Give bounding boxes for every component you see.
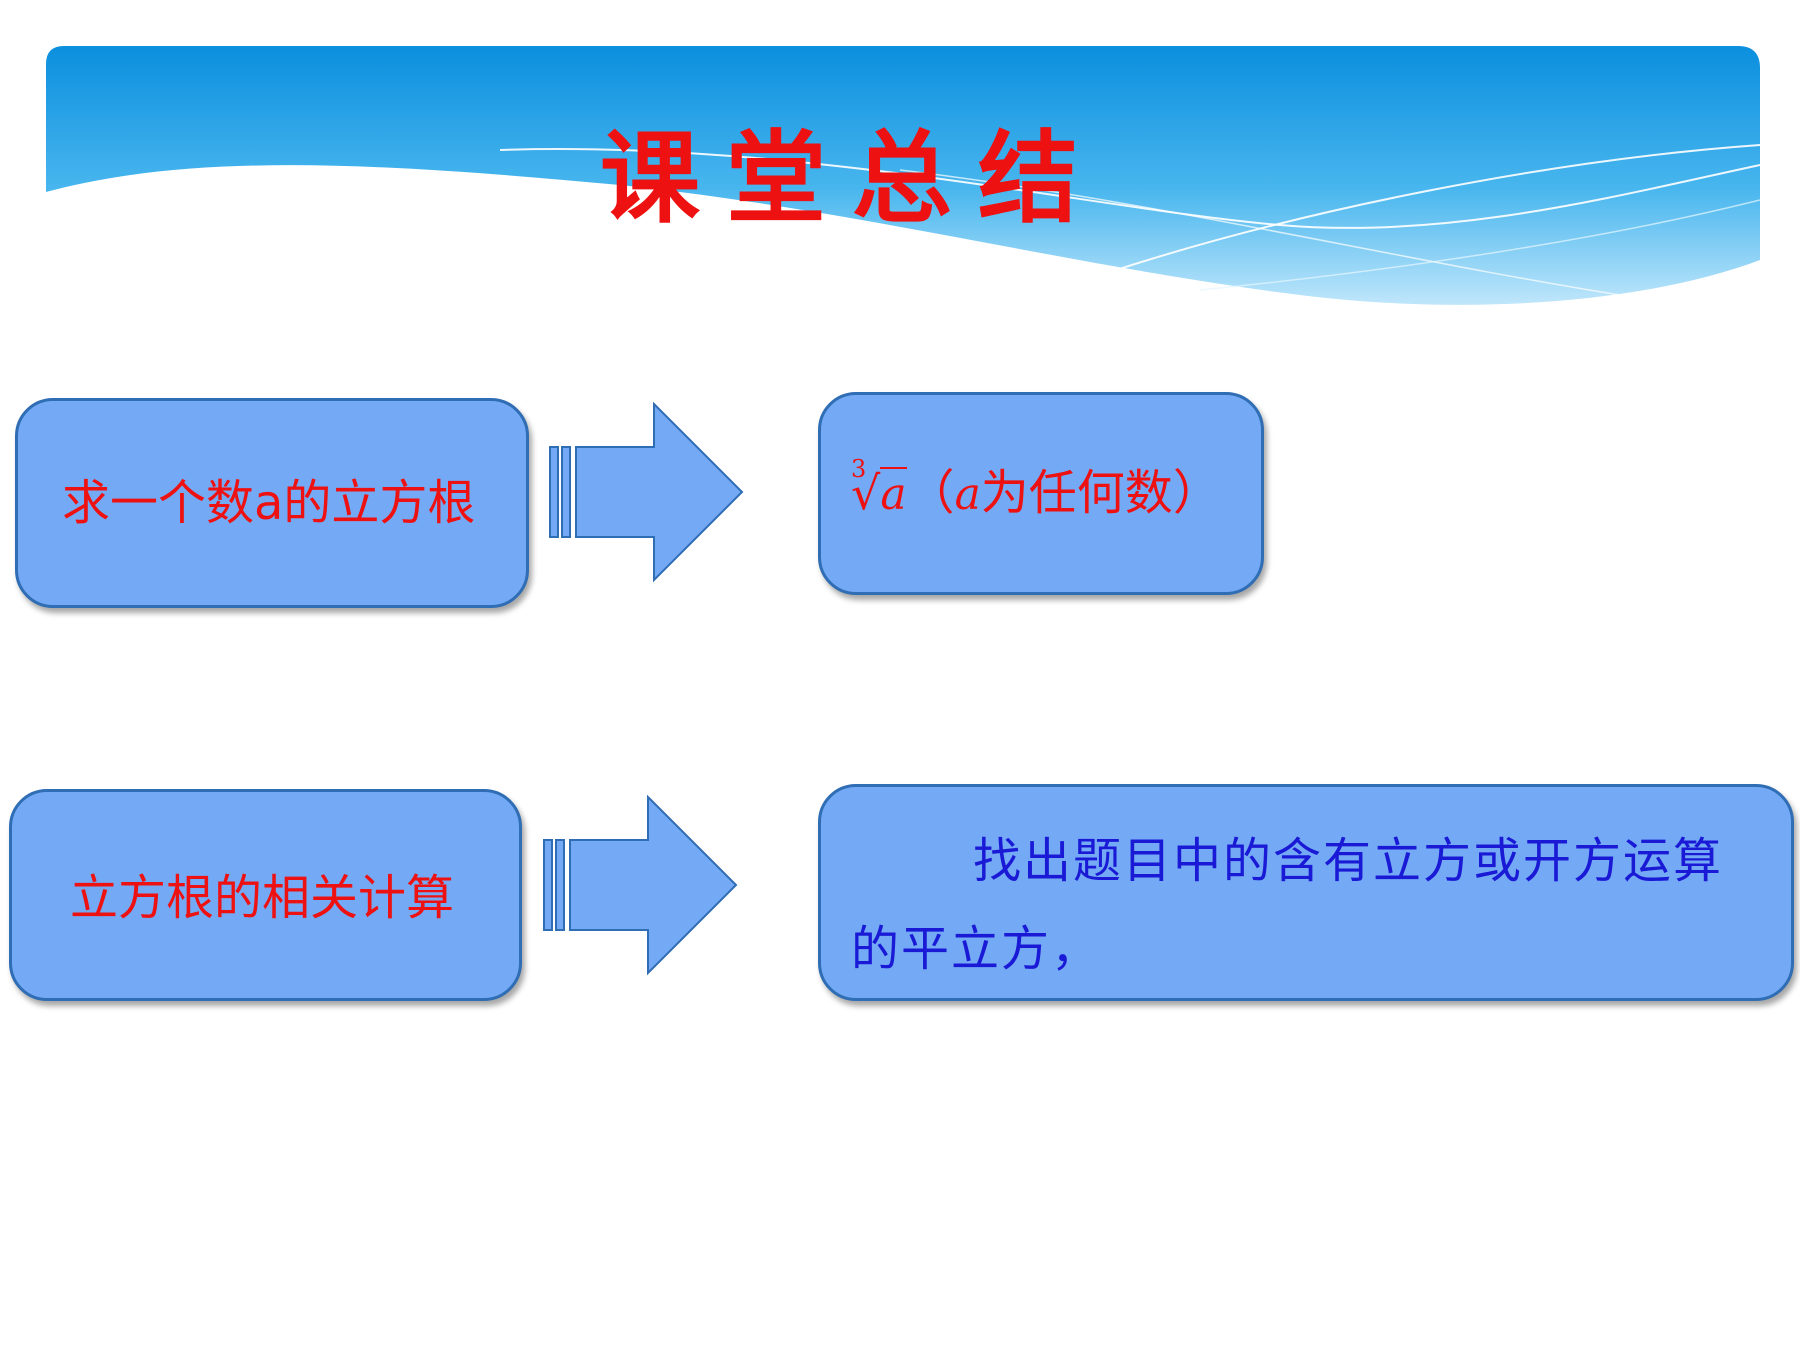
row1-right-formula: 3 √a （a为任何数） <box>851 457 1221 520</box>
radicand: a <box>880 467 907 520</box>
radical-sign-icon: √ <box>851 466 881 520</box>
row1-left-box: 求一个数a的立方根 <box>15 398 529 608</box>
paren-close: ） <box>1172 465 1221 521</box>
variable: a <box>954 469 981 520</box>
paren-open: （ <box>906 465 955 521</box>
row2-right-line2: 的平立方， <box>851 921 1102 977</box>
row2-right-line1: 找出题目中的含有立方或开方运算 <box>973 833 1724 889</box>
page-title: 课堂总结 <box>600 119 1104 237</box>
row1-left-label: 求一个数a的立方根 <box>62 475 476 531</box>
row1-right-box: 3 √a （a为任何数） <box>818 392 1264 595</box>
row2-left-label: 立方根的相关计算 <box>70 870 455 926</box>
row2-right-box: 找出题目中的含有立方或开方运算 的平立方， <box>818 784 1794 1001</box>
condition-text: 为任何数 <box>980 465 1173 521</box>
root-index: 3 <box>851 455 867 483</box>
row2-left-box: 立方根的相关计算 <box>9 789 522 1001</box>
header-banner <box>46 46 1761 305</box>
row1-arrow-icon <box>549 402 744 583</box>
row2-arrow-icon <box>543 795 738 976</box>
